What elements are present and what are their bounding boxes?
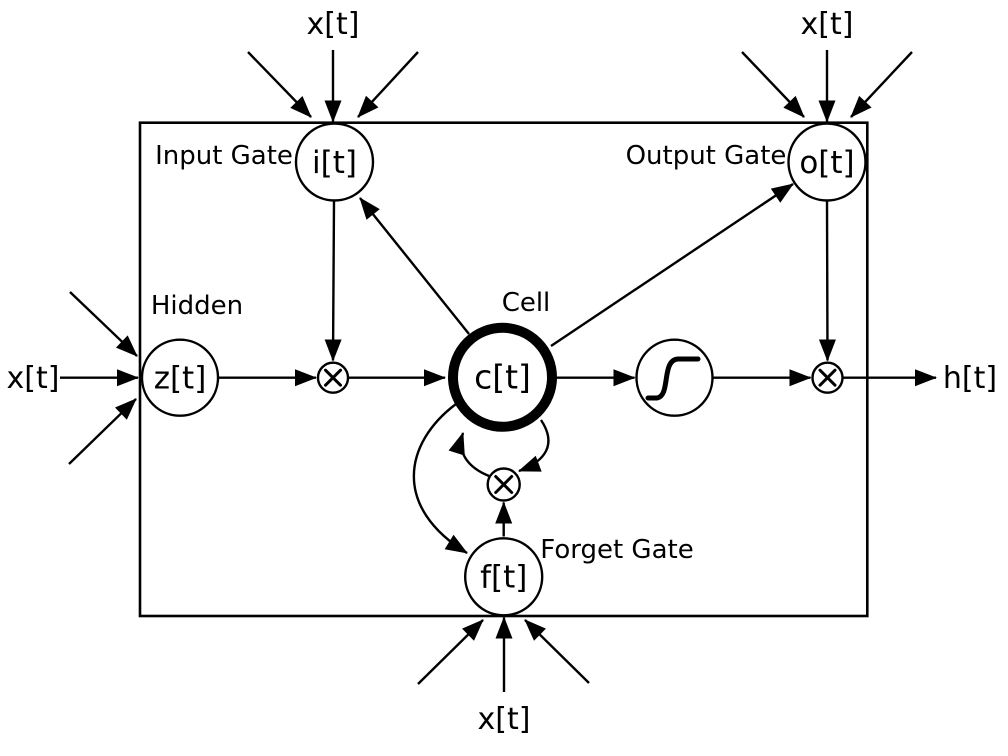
forget-gate-node [464,537,544,617]
arrow-cell-to-forget-gate-peephole [412,403,468,555]
arrow-x-to-hidden-lower [68,398,137,465]
input-gate-node [294,122,375,202]
arrow-x-to-output-gate-left [741,51,805,118]
cell-symbol: c[t] [474,358,531,397]
arrow-x-to-forget-gate-right [524,619,590,684]
multiply-output-node [811,361,844,394]
arrow-x-to-output-gate-right [850,51,913,118]
activation-node [635,338,714,417]
input-gate-symbol: i[t] [312,145,357,181]
arrow-x-to-hidden-upper [69,291,138,357]
sigmoid-icon [645,356,701,401]
multiply-input-node [316,361,350,394]
forget-gate-symbol: f[t] [480,560,527,596]
arrow-cell-to-output-gate-peephole [550,183,794,347]
forget-gate-caption: Forget Gate [540,535,693,565]
cell-caption: Cell [502,288,551,318]
multiply-icon [494,475,514,494]
arrow-x-to-input-gate-left [247,51,312,118]
x-input-top-right-label: x[t] [801,7,854,42]
arrow-x-to-forget-gate-left [417,619,484,685]
output-gate-symbol: o[t] [799,145,854,181]
hidden-caption: Hidden [151,291,243,321]
arrow-cell-to-input-gate-peephole [359,197,470,335]
multiply-icon [324,368,342,387]
h-output-label: h[t] [943,361,997,396]
output-gate-caption: Output Gate [626,141,787,171]
multiply-icon [818,368,837,387]
input-gate-caption: Input Gate [155,141,293,171]
arrow-x-to-input-gate-right [357,51,419,118]
hidden-symbol: z[t] [154,361,207,397]
arrow-output-gate-to-multiply [818,200,836,362]
x-input-left-label: x[t] [7,361,60,396]
cell-node [448,322,557,432]
arrow-forget-multiply-to-cell [448,432,490,478]
x-input-top-left-label: x[t] [307,7,360,42]
arrows [60,50,937,692]
multiply-forget-node [486,467,521,502]
arrow-input-gate-to-multiply [324,200,342,362]
x-input-bottom-label: x[t] [478,702,531,737]
output-gate-node [787,122,867,202]
arrow-cell-to-forget-multiply [518,419,550,473]
hidden-node [140,338,220,417]
